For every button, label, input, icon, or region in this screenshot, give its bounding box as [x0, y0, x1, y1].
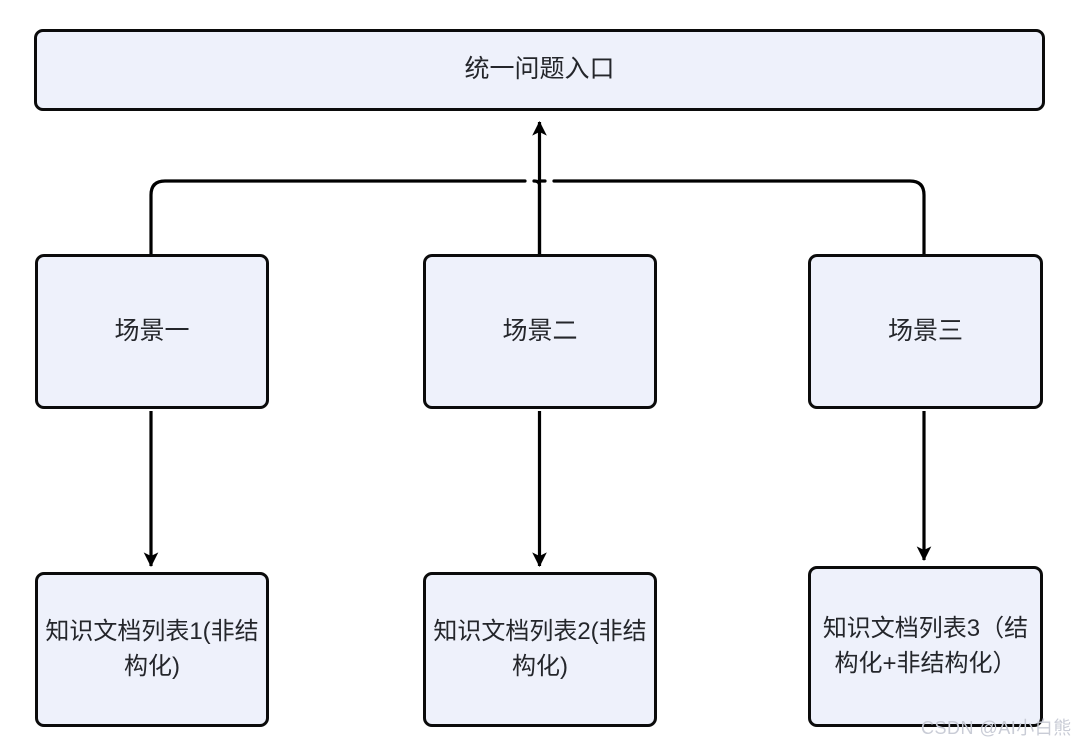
node-label: 知识文档列表1(非结构化): [45, 618, 259, 680]
node-label: 知识文档列表2(非结构化): [433, 618, 647, 680]
node-knowledge-doc-list-2[interactable]: 知识文档列表2(非结构化): [423, 572, 657, 727]
edge-scene2-to-root: [532, 179, 547, 256]
node-label: 场景一: [114, 316, 190, 345]
watermark: CSDN @AI小白熊: [921, 718, 1072, 738]
node-label: 场景二: [502, 316, 578, 345]
node-label: 场景三: [887, 316, 963, 345]
node-scene-1[interactable]: 场景一: [35, 254, 269, 409]
node-scene-2[interactable]: 场景二: [423, 254, 657, 409]
node-knowledge-doc-list-1[interactable]: 知识文档列表1(非结构化): [35, 572, 269, 727]
edge-scene3-to-root: [552, 179, 926, 256]
node-label: 统一问题入口: [464, 55, 615, 84]
node-label: 知识文档列表3（结构化+非结构化）: [822, 615, 1029, 677]
node-knowledge-doc-list-3[interactable]: 知识文档列表3（结构化+非结构化）: [808, 566, 1043, 727]
edge-scene1-to-root: [149, 179, 527, 256]
node-scene-3[interactable]: 场景三: [808, 254, 1043, 409]
node-unified-question-entry[interactable]: 统一问题入口: [34, 29, 1045, 111]
